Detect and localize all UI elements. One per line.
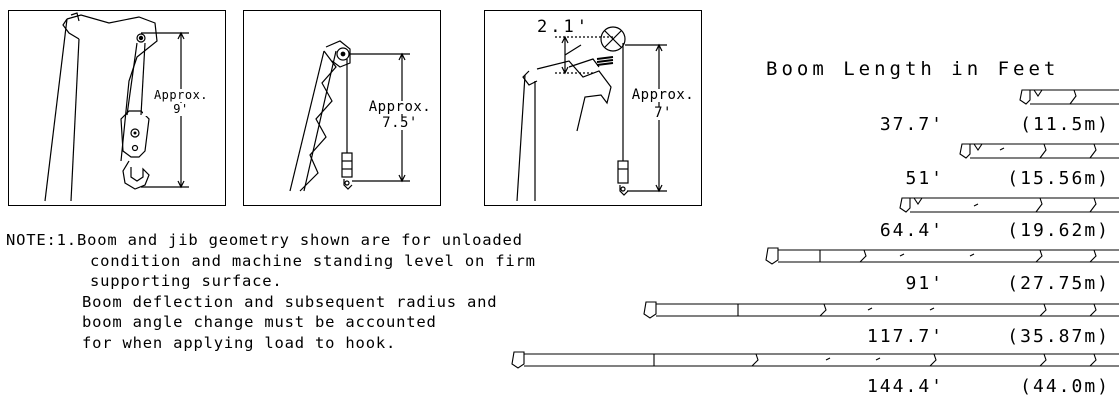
figure-1-label-top: Approx. xyxy=(143,89,219,102)
boom-head-figure-3: 2.1' Approx. 7' xyxy=(484,10,702,206)
boom-row-5: 117.7' (35.87m) xyxy=(820,326,1116,350)
boom-row-1: 37.7' (11.5m) xyxy=(820,114,1116,138)
boom-drawing-6 xyxy=(511,351,1119,369)
figure-3-label-top: Approx. xyxy=(627,88,699,102)
boom-drawing-3 xyxy=(899,197,1119,213)
boom-feet: 144.4' xyxy=(866,376,944,397)
boom-feet: 117.7' xyxy=(866,326,944,347)
figure-1-label-bottom: 9' xyxy=(143,103,219,116)
boom-meters: (19.62m) xyxy=(1007,220,1110,241)
boom-row-2: 51' (15.56m) xyxy=(820,168,1116,192)
boom-head-3-drawing xyxy=(516,26,667,202)
boom-row-3: 64.4' (19.62m) xyxy=(820,220,1116,244)
boom-meters: (44.0m) xyxy=(1020,376,1110,397)
boom-meters: (15.56m) xyxy=(1007,168,1110,189)
boom-head-figure-1: Approx. 9' xyxy=(8,10,226,206)
boom-length-title: Boom Length in Feet xyxy=(766,58,1060,80)
boom-drawing-2 xyxy=(959,143,1119,159)
boom-drawing-5 xyxy=(643,301,1119,319)
note-block: NOTE:1.Boom and jib geometry shown are f… xyxy=(6,230,646,353)
boom-drawing-1 xyxy=(1019,89,1119,105)
boom-meters: (35.87m) xyxy=(1007,326,1110,347)
boom-feet: 64.4' xyxy=(879,220,944,241)
note-line-1: NOTE:1.Boom and jib geometry shown are f… xyxy=(6,230,646,251)
boom-meters: (27.75m) xyxy=(1007,273,1110,294)
figure-3-offset-label: 2.1' xyxy=(537,17,590,37)
boom-drawing-4 xyxy=(765,247,1119,265)
boom-feet: 51' xyxy=(905,168,944,189)
note-line-4: Boom deflection and subsequent radius an… xyxy=(82,292,498,311)
figure-3-label-bottom: 7' xyxy=(627,106,699,120)
figure-2-label-bottom: 7.5' xyxy=(364,116,436,130)
note-line-2: condition and machine standing level on … xyxy=(90,251,536,270)
note-line-6: for when applying load to hook. xyxy=(82,333,397,352)
boom-row-6: 144.4' (44.0m) xyxy=(820,376,1116,400)
boom-feet: 37.7' xyxy=(879,114,944,135)
note-prefix: NOTE:1. xyxy=(6,231,77,249)
note-line-3: supporting surface. xyxy=(90,272,283,290)
boom-meters: (11.5m) xyxy=(1020,114,1110,135)
boom-head-figure-2: Approx. 7.5' xyxy=(243,10,441,206)
figure-2-label-top: Approx. xyxy=(364,100,436,114)
note-text-1: Boom and jib geometry shown are for unlo… xyxy=(76,231,523,249)
boom-row-4: 91' (27.75m) xyxy=(820,273,1116,297)
boom-feet: 91' xyxy=(905,273,944,294)
note-line-5: boom angle change must be accounted xyxy=(82,313,437,331)
